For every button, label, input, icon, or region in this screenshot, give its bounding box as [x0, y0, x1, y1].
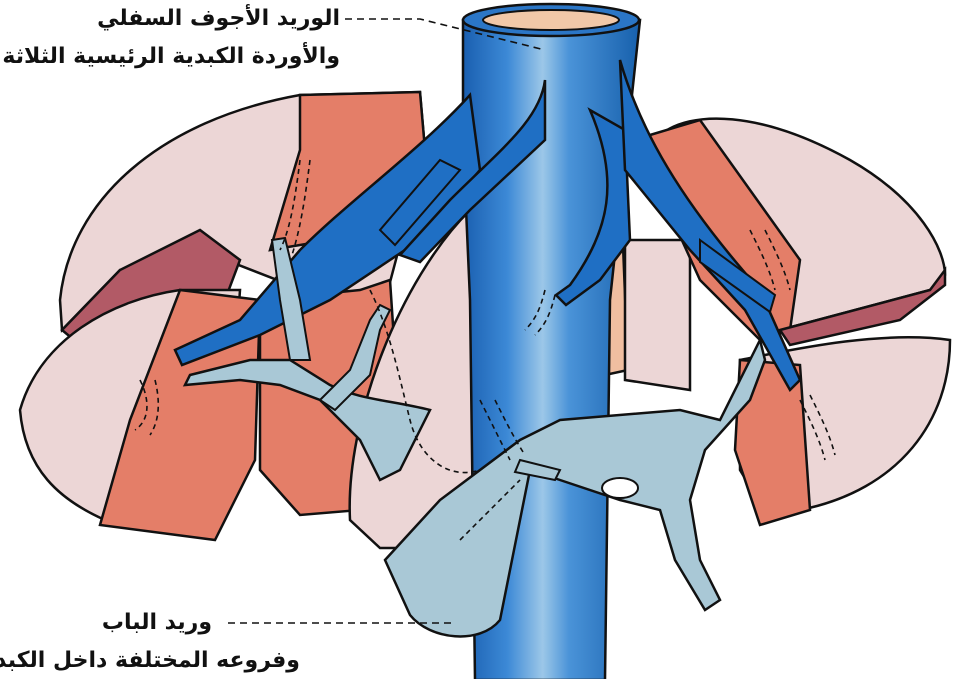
portal-vein: [182, 236, 767, 638]
hepatic-veins: [173, 59, 802, 393]
dashed-vessel-lines: [134, 159, 836, 541]
ivc-label-line-1: الوريد الأجوف السفلي: [97, 6, 340, 31]
ivc-label-line-2: والأوردة الكبدية الرئيسية الثلاثة: [2, 44, 340, 69]
leader-lines: [228, 18, 546, 624]
portal-label-line-1: وريد الباب: [101, 610, 212, 635]
portal-label-line-2: وفروعه المختلفة داخل الكبد: [0, 648, 300, 673]
